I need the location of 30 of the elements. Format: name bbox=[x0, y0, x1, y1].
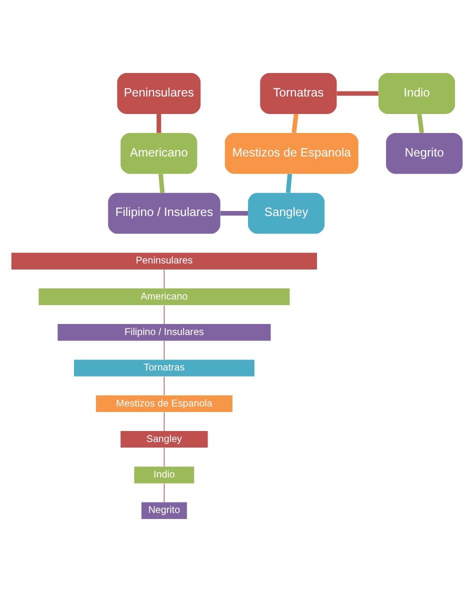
node-box: Peninsulares bbox=[11, 252, 317, 270]
node-box: Peninsulares bbox=[117, 73, 201, 114]
node-box: Tornatras bbox=[74, 360, 254, 376]
connector bbox=[292, 114, 298, 134]
connector bbox=[164, 448, 165, 467]
node-box: Tornatras bbox=[260, 73, 337, 114]
node-box: Indio bbox=[378, 73, 456, 114]
connector bbox=[220, 211, 248, 216]
node-box: Indio bbox=[134, 466, 194, 484]
node-box: Americano bbox=[38, 288, 290, 306]
node-box: Filipino / Insulares bbox=[58, 324, 271, 341]
node-box: Mestizos de Espanola bbox=[96, 395, 232, 412]
node-box: Mestizos de Espanola bbox=[224, 132, 358, 174]
connector bbox=[156, 114, 162, 133]
connector bbox=[158, 174, 165, 194]
connector bbox=[336, 91, 378, 96]
connector bbox=[164, 269, 165, 289]
node-box: Sangley bbox=[120, 431, 208, 448]
node-box: Americano bbox=[120, 132, 198, 174]
connector bbox=[164, 376, 165, 396]
connector bbox=[164, 483, 165, 503]
connector bbox=[164, 412, 165, 432]
connector bbox=[286, 174, 292, 194]
connector bbox=[417, 114, 424, 134]
node-box: Sangley bbox=[248, 192, 325, 234]
node-box: Filipino / Insulares bbox=[108, 192, 220, 234]
connector bbox=[164, 340, 165, 360]
node-box: Negrito bbox=[386, 132, 463, 174]
node-box: Negrito bbox=[141, 502, 187, 519]
connector bbox=[164, 305, 165, 324]
